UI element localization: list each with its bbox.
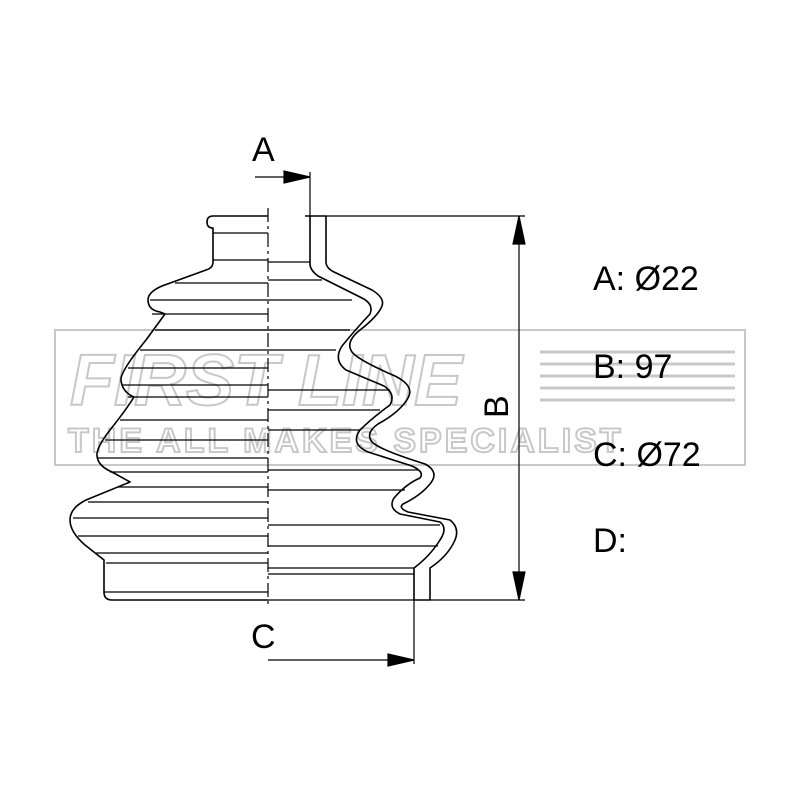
spec-b-label: B: — [593, 348, 626, 386]
watermark-brand: FIRST LINE — [70, 341, 464, 421]
dim-b-marker: B — [478, 395, 516, 418]
dimension-a — [255, 170, 311, 216]
spec-d-label: D: — [593, 522, 627, 560]
spec-c-label: C: — [593, 436, 627, 474]
spec-b-value: 97 — [634, 348, 673, 386]
dim-c-arrowhead — [387, 653, 415, 667]
dim-c-marker: C — [251, 618, 276, 656]
dimension-b — [326, 215, 526, 601]
dim-a-arrowhead — [283, 170, 311, 184]
watermark-tagline: THE ALL MAKES SPECIALIST — [68, 422, 624, 460]
watermark-stripes — [540, 350, 735, 402]
dimension-c — [268, 600, 415, 667]
spec-row-b: B: 97 — [593, 348, 672, 387]
boot-section-lines — [268, 261, 440, 601]
spec-c-value: Ø72 — [636, 436, 701, 474]
dim-a-marker: A — [252, 131, 275, 169]
dim-b-arrowhead-top — [512, 215, 526, 245]
spec-a-value: Ø22 — [634, 260, 699, 298]
spec-row-d: D: — [593, 522, 636, 561]
spec-row-a: A: Ø22 — [593, 260, 699, 299]
boot-section-right — [305, 215, 458, 601]
boot-outline-left — [69, 215, 268, 601]
spec-a-label: A: — [593, 260, 626, 298]
spec-row-c: C: Ø72 — [593, 436, 701, 475]
dim-b-arrowhead-bottom — [512, 571, 526, 601]
boot-ribs-left — [73, 232, 268, 593]
watermark-frame — [54, 329, 746, 466]
